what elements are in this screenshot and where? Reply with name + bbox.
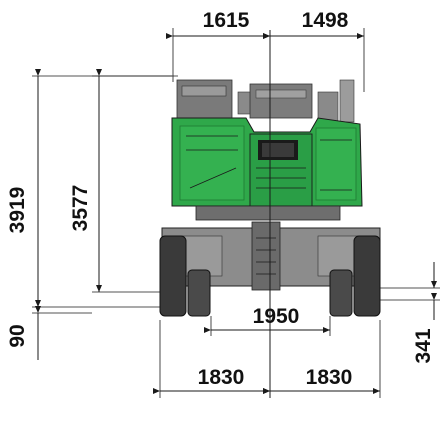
dim-bottom-left: 1830 bbox=[198, 366, 245, 389]
upper-gray-structure bbox=[176, 79, 355, 123]
slewing-base bbox=[195, 205, 341, 221]
dim-bottom-right: 1830 bbox=[306, 366, 353, 389]
axle-height-dimension: 341 bbox=[380, 262, 440, 364]
dim-cab-height: 3577 bbox=[69, 185, 92, 232]
dim-overall-height: 3919 bbox=[6, 187, 29, 234]
dim-track-width: 1950 bbox=[253, 305, 300, 328]
left-height-dimensions: 3919 3577 90 bbox=[6, 69, 178, 360]
left-tires bbox=[159, 235, 211, 317]
dim-ground-clearance: 90 bbox=[6, 324, 29, 347]
dim-top-left: 1615 bbox=[203, 9, 250, 32]
machine-illustration bbox=[159, 79, 381, 317]
right-tires bbox=[329, 235, 381, 317]
bottom-width-dimensions: 1830 1830 bbox=[153, 320, 381, 398]
green-upper-body bbox=[171, 117, 363, 207]
dim-top-right: 1498 bbox=[302, 9, 349, 32]
track-width-dimension: 1950 bbox=[204, 305, 331, 336]
top-width-dimensions: 1615 1498 bbox=[166, 9, 365, 92]
dim-axle-height: 341 bbox=[412, 328, 435, 363]
